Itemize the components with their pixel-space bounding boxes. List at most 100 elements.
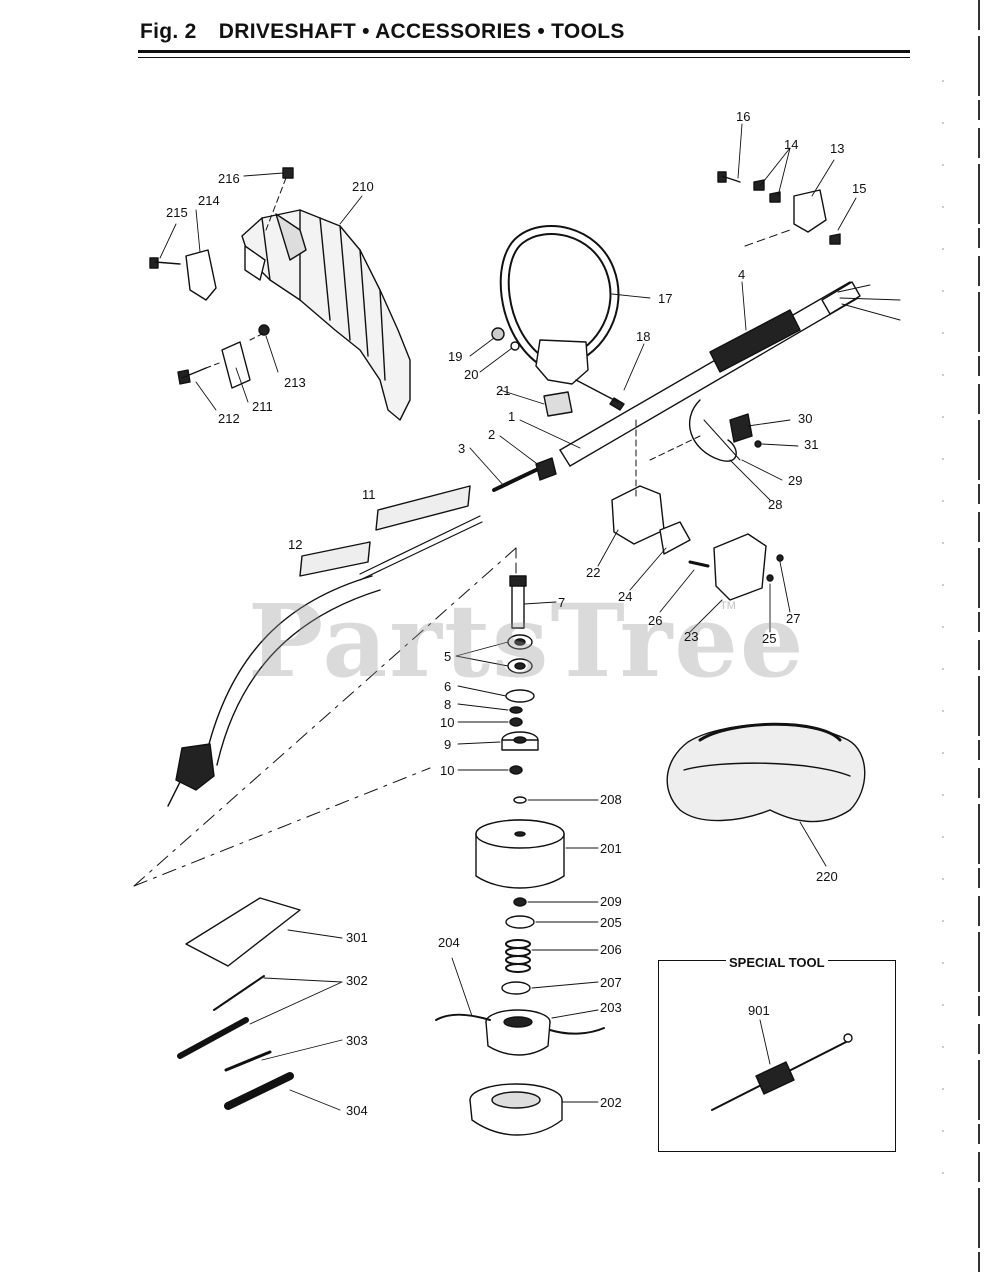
part-bearing-5a xyxy=(507,634,533,650)
part-bolt-18 xyxy=(575,379,625,411)
part-nut-10a xyxy=(509,717,523,727)
label-23: 23 xyxy=(684,629,699,644)
part-manual-301 xyxy=(185,897,301,967)
label-22: 22 xyxy=(586,565,601,580)
label-4: 4 xyxy=(738,267,746,282)
part-screwdriver-302a xyxy=(213,975,265,1011)
part-cap-13 xyxy=(793,189,827,233)
label-5: 5 xyxy=(444,649,452,664)
figure-heading: DRIVESHAFT • ACCESSORIES • TOOLS xyxy=(218,20,625,43)
part-cable-28 xyxy=(689,399,737,462)
label-3: 3 xyxy=(458,441,466,456)
part-washer-19 xyxy=(491,327,505,341)
part-nut-213 xyxy=(258,324,270,336)
part-coupler-2 xyxy=(535,457,557,481)
label-304: 304 xyxy=(346,1103,368,1118)
label-901: 901 xyxy=(748,1003,770,1018)
label-8: 8 xyxy=(444,697,452,712)
label-10-upper: 10 xyxy=(440,715,455,730)
label-207: 207 xyxy=(600,975,622,990)
label-24: 24 xyxy=(618,589,633,604)
part-screw-16 xyxy=(717,171,741,183)
part-flex-shaft xyxy=(167,515,483,807)
part-decal-11 xyxy=(375,485,471,531)
label-10-lower: 10 xyxy=(440,763,455,778)
label-16: 16 xyxy=(736,109,751,124)
part-nut-216 xyxy=(282,167,294,179)
part-spool-housing-201 xyxy=(475,819,565,889)
label-25: 25 xyxy=(762,631,777,646)
label-15: 15 xyxy=(852,181,867,196)
label-7: 7 xyxy=(558,595,566,610)
part-housing-23 xyxy=(713,533,767,601)
label-17: 17 xyxy=(658,291,673,306)
title-rule xyxy=(138,50,910,53)
label-302: 302 xyxy=(346,973,368,988)
part-spool-203 xyxy=(485,1009,551,1056)
figure-number: Fig. 2 xyxy=(140,20,197,43)
part-cup-9 xyxy=(501,731,539,751)
part-washer-14b xyxy=(769,191,781,203)
part-washer-205 xyxy=(505,915,535,929)
label-13: 13 xyxy=(830,141,845,156)
label-208: 208 xyxy=(600,792,622,807)
part-special-tool-901 xyxy=(711,1033,853,1111)
label-27: 27 xyxy=(786,611,801,626)
part-screw-31 xyxy=(754,440,762,448)
part-screw-25 xyxy=(766,574,774,582)
part-goggles-220 xyxy=(666,722,866,823)
label-28: 28 xyxy=(768,497,783,512)
label-303: 303 xyxy=(346,1033,368,1048)
trademark-mark: TM xyxy=(720,600,736,612)
label-212: 212 xyxy=(218,411,240,426)
label-216: 216 xyxy=(218,171,240,186)
label-18: 18 xyxy=(636,329,651,344)
label-20: 20 xyxy=(464,367,479,382)
part-washer-8 xyxy=(509,706,523,714)
label-21: 21 xyxy=(496,383,511,398)
label-220: 220 xyxy=(816,869,838,884)
part-nut-15 xyxy=(829,233,841,245)
label-204: 204 xyxy=(438,935,460,950)
label-26: 26 xyxy=(648,613,663,628)
part-cap-202 xyxy=(469,1083,563,1136)
part-screw-215 xyxy=(149,257,181,269)
label-203: 203 xyxy=(600,1000,622,1015)
label-205: 205 xyxy=(600,915,622,930)
part-washer-14a xyxy=(753,179,765,191)
special-tool-box xyxy=(658,960,896,1152)
part-clamp-211 xyxy=(221,341,251,389)
label-210: 210 xyxy=(352,179,374,194)
label-206: 206 xyxy=(600,942,622,957)
part-washer-208 xyxy=(513,796,527,804)
label-6: 6 xyxy=(444,679,452,694)
special-tool-title: SPECIAL TOOL xyxy=(726,955,828,970)
part-bolt-7 xyxy=(509,575,527,629)
part-nut-10b xyxy=(509,765,523,775)
part-decal-12 xyxy=(299,541,371,577)
part-drive-shaft-3 xyxy=(492,468,538,492)
part-spring-26 xyxy=(688,560,710,568)
label-14: 14 xyxy=(784,137,799,152)
label-301: 301 xyxy=(346,930,368,945)
label-12: 12 xyxy=(288,537,303,552)
label-211: 211 xyxy=(252,399,273,414)
part-screw-212 xyxy=(177,367,207,385)
part-housing-22 xyxy=(611,485,665,545)
part-spring-206 xyxy=(505,939,531,973)
part-wire-29 xyxy=(703,419,741,461)
part-wrench-303 xyxy=(224,1050,272,1072)
part-loop-handle-17 xyxy=(499,225,620,385)
label-202: 202 xyxy=(600,1095,622,1110)
part-trigger-24 xyxy=(659,521,691,555)
part-screwdriver-302b xyxy=(177,1017,249,1059)
scan-edge xyxy=(942,0,980,1280)
figure-title: Fig. 2 DRIVESHAFT • ACCESSORIES • TOOLS xyxy=(140,20,625,44)
label-11: 11 xyxy=(362,487,376,502)
partstree-watermark: PartsTree xyxy=(248,582,806,700)
label-214: 214 xyxy=(198,193,220,208)
part-sleeve-21 xyxy=(543,391,573,417)
label-9: 9 xyxy=(444,737,452,752)
part-shaft-tube-1 xyxy=(559,281,859,467)
